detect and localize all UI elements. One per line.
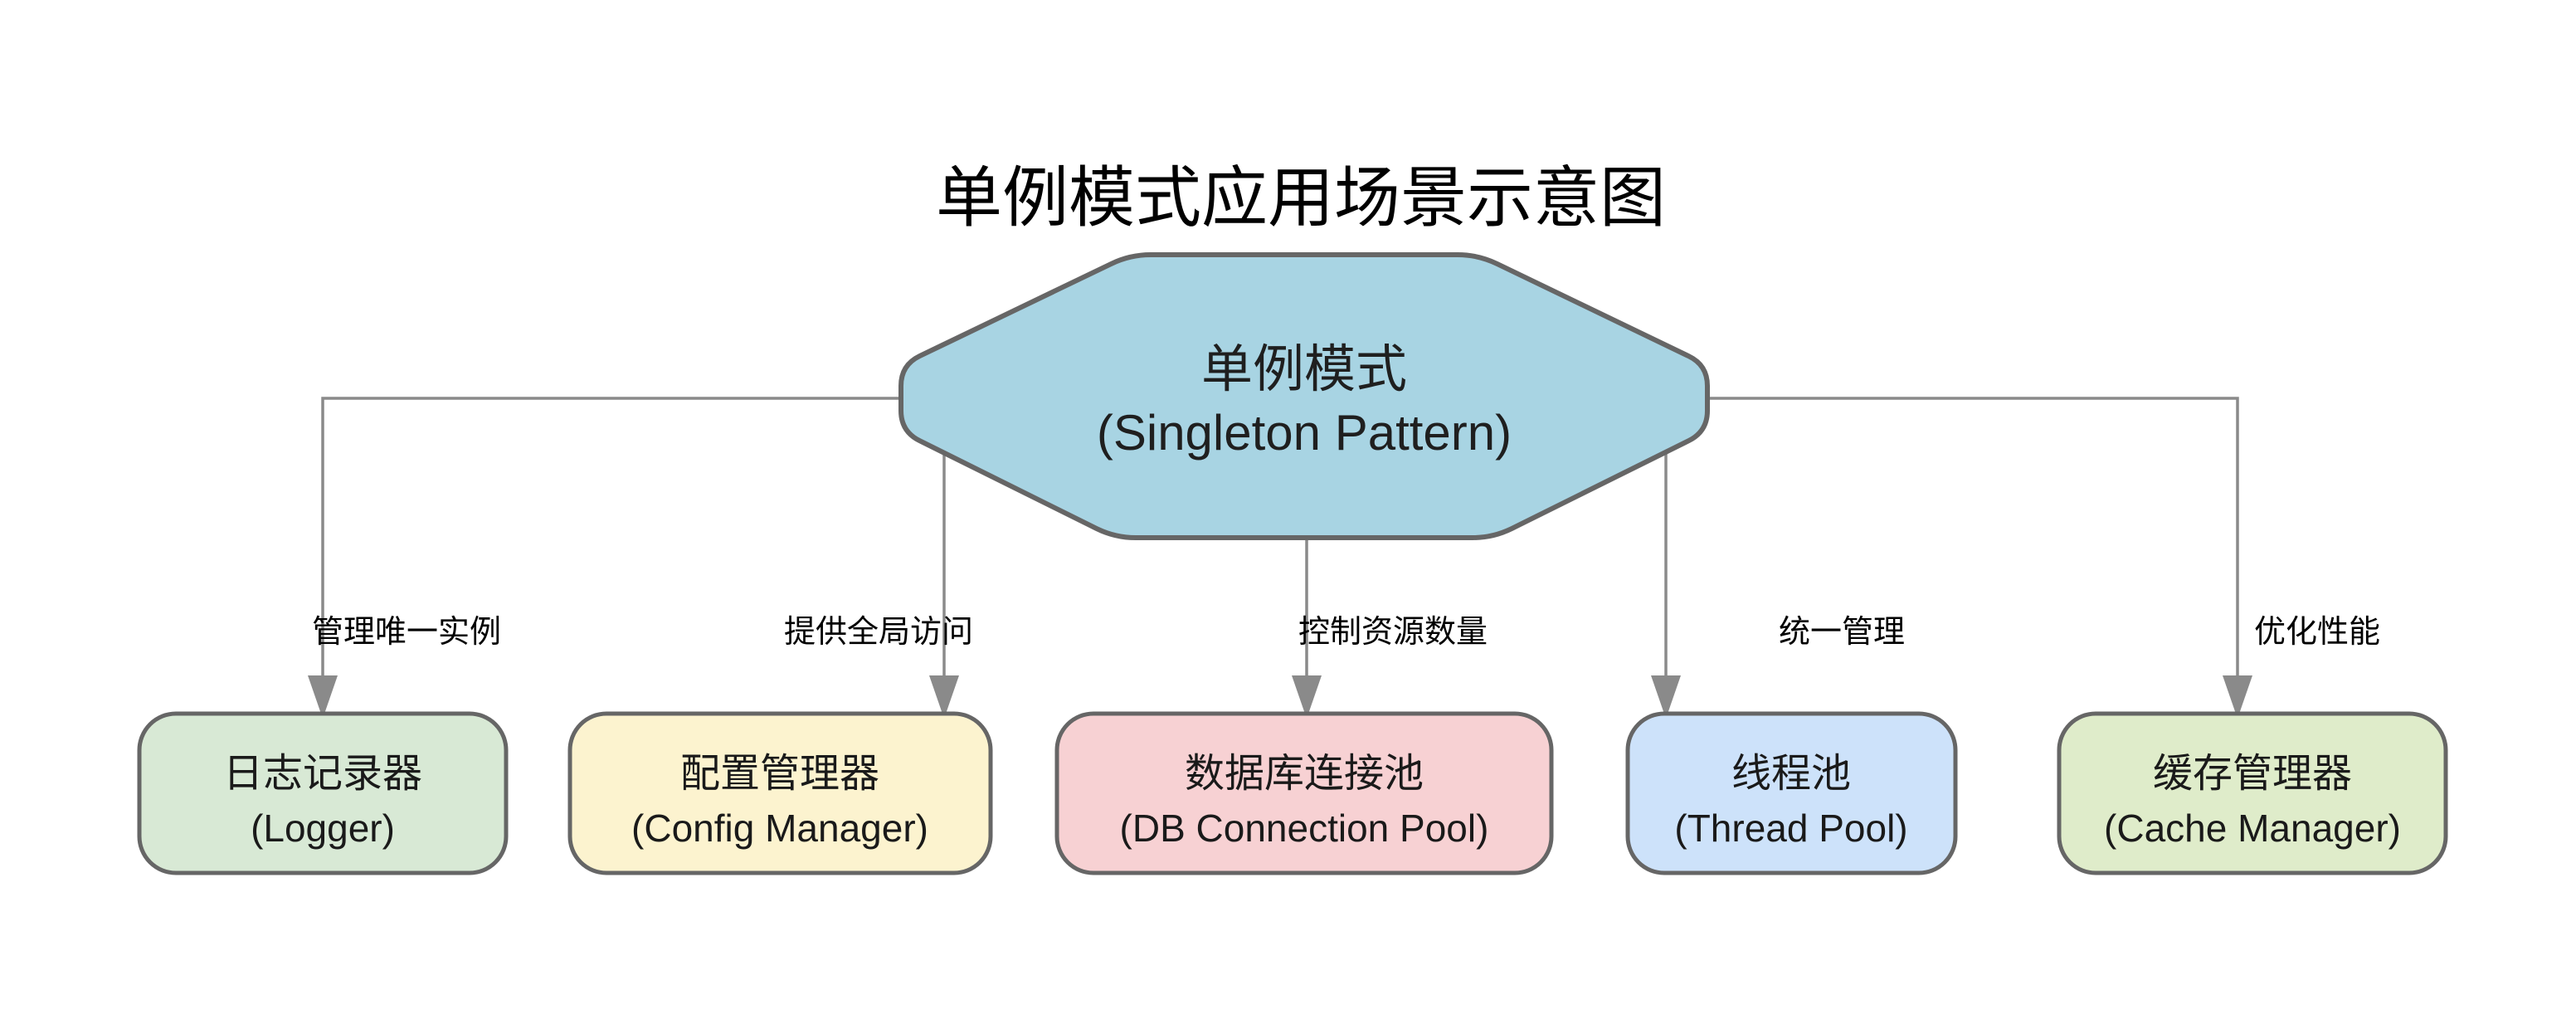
node-db-connection-pool-label-en: (DB Connection Pool) bbox=[1120, 807, 1489, 850]
node-thread-pool-label-zh: 线程池 bbox=[1731, 752, 1851, 796]
node-singleton-shape bbox=[898, 252, 1710, 540]
edge-logger-arrowhead-icon bbox=[308, 675, 338, 719]
node-thread-pool-shape bbox=[1625, 711, 1958, 875]
node-singleton-label-en: (Singleton Pattern) bbox=[1097, 405, 1512, 461]
node-db-connection-pool-label-zh: 数据库连接池 bbox=[1185, 752, 1424, 796]
node-logger: 日志记录器 (Logger) bbox=[137, 711, 509, 875]
edge-label-thread-pool: 统一管理 bbox=[1779, 615, 1905, 650]
edge-cache-manager bbox=[1707, 397, 2252, 719]
node-cache-manager-shape bbox=[2057, 711, 2448, 875]
node-config-manager-label-en: (Config Manager) bbox=[631, 807, 928, 850]
node-cache-manager: 缓存管理器 (Cache Manager) bbox=[2057, 711, 2448, 875]
edge-config-manager-arrowhead-icon bbox=[929, 675, 959, 719]
node-cache-manager-label-en: (Cache Manager) bbox=[2104, 807, 2401, 850]
node-logger-label-zh: 日志记录器 bbox=[223, 752, 422, 796]
edges bbox=[308, 397, 2252, 719]
node-config-manager-label-zh: 配置管理器 bbox=[680, 752, 879, 796]
edge-label-config-manager: 提供全局访问 bbox=[784, 615, 973, 650]
edge-config-manager bbox=[929, 453, 959, 719]
node-thread-pool-label-en: (Thread Pool) bbox=[1674, 807, 1907, 850]
edge-thread-pool bbox=[1651, 452, 1681, 719]
node-db-connection-pool: 数据库连接池 (DB Connection Pool) bbox=[1054, 711, 1554, 875]
edge-db-connection-pool-arrowhead-icon bbox=[1292, 675, 1322, 719]
node-db-connection-pool-shape bbox=[1054, 711, 1554, 875]
diagram-title: 单例模式应用场景示意图 bbox=[936, 161, 1666, 235]
node-cache-manager-label-zh: 缓存管理器 bbox=[2153, 752, 2352, 796]
edge-thread-pool-arrowhead-icon bbox=[1651, 675, 1681, 719]
node-config-manager: 配置管理器 (Config Manager) bbox=[567, 711, 993, 875]
node-singleton-label-zh: 单例模式 bbox=[1201, 341, 1407, 398]
edge-logger bbox=[308, 397, 901, 719]
edge-label-db-connection-pool: 控制资源数量 bbox=[1298, 615, 1488, 650]
node-logger-shape bbox=[137, 711, 509, 875]
node-singleton: 单例模式 (Singleton Pattern) bbox=[898, 252, 1710, 540]
node-logger-label-en: (Logger) bbox=[251, 807, 395, 850]
edge-label-logger: 管理唯一实例 bbox=[312, 615, 501, 650]
node-thread-pool: 线程池 (Thread Pool) bbox=[1625, 711, 1958, 875]
node-config-manager-shape bbox=[567, 711, 993, 875]
edge-db-connection-pool bbox=[1292, 538, 1322, 719]
edge-label-cache-manager: 优化性能 bbox=[2254, 615, 2380, 650]
edge-cache-manager-line bbox=[1707, 397, 2239, 679]
edge-cache-manager-arrowhead-icon bbox=[2223, 675, 2252, 719]
edge-logger-line bbox=[321, 397, 901, 679]
